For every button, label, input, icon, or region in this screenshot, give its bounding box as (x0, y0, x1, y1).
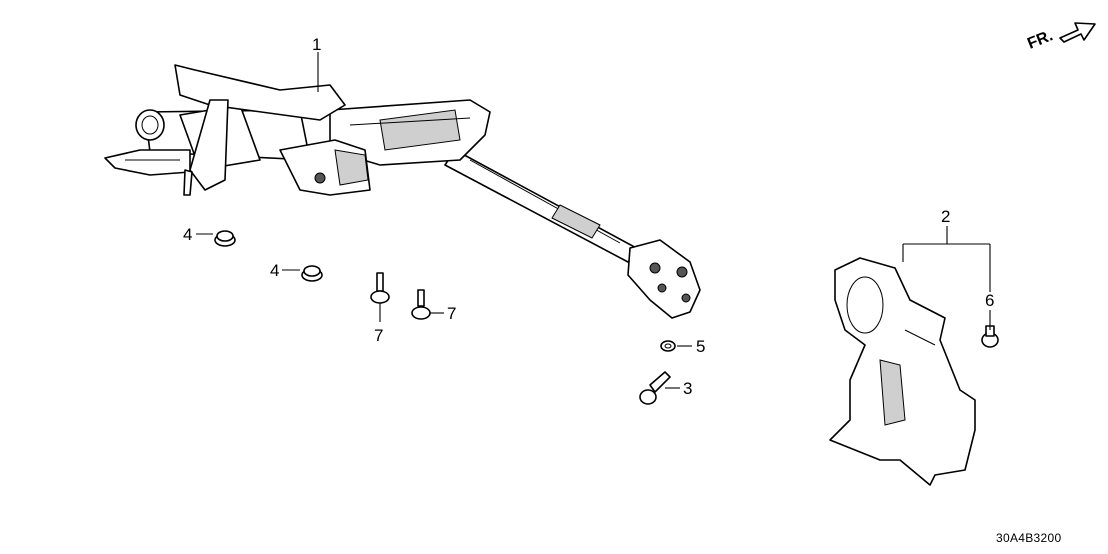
callout-3: 3 (683, 379, 692, 398)
washer[interactable] (660, 340, 676, 352)
diagram-code: 30A4B3200 (996, 531, 1061, 545)
stud-bolt-right[interactable] (411, 289, 431, 320)
callout-1: 1 (312, 35, 321, 54)
flange-bolt[interactable] (639, 371, 671, 405)
cover-bolt[interactable] (981, 325, 999, 348)
front-label: FR. (1025, 27, 1055, 52)
steering-column-assembly[interactable] (104, 64, 701, 319)
steering-column-cover[interactable] (829, 257, 976, 486)
callout-4-upper: 4 (183, 225, 192, 244)
front-arrow-icon (1059, 22, 1096, 43)
callout-4-lower: 4 (270, 261, 279, 280)
callout-2: 2 (941, 207, 950, 226)
flange-nut-upper[interactable] (214, 230, 236, 247)
callout-7-right: 7 (447, 304, 456, 323)
leader-lines (196, 52, 991, 389)
front-direction-indicator: FR. (1025, 22, 1096, 53)
callout-6: 6 (985, 291, 994, 310)
flange-nut-lower[interactable] (301, 265, 323, 282)
callout-5: 5 (696, 337, 705, 356)
stud-bolt-left[interactable] (370, 272, 390, 304)
callout-7-left: 7 (374, 326, 383, 345)
